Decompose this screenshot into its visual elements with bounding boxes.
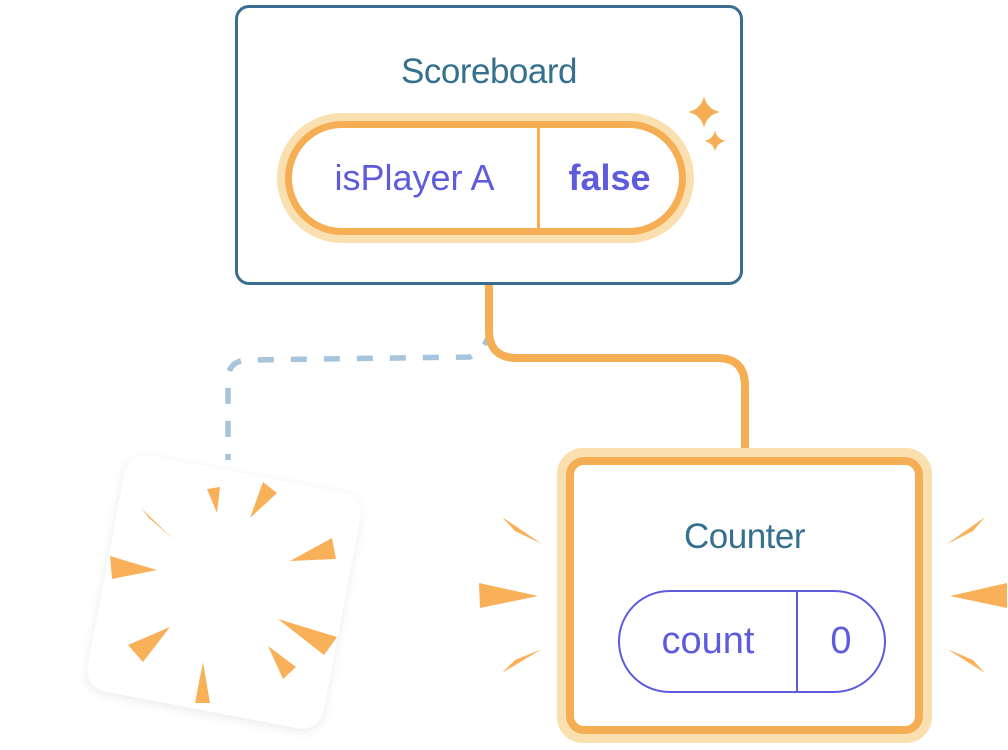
- scoreboard-title: Scoreboard: [401, 52, 577, 91]
- poof-card: [87, 455, 361, 729]
- emphasis-rays-left-icon: [479, 517, 542, 673]
- sparkle-icon: [688, 96, 720, 128]
- state-key-label: isPlayer A: [334, 157, 495, 198]
- scoreboard-state-pill-halo: isPlayer A false: [277, 113, 694, 243]
- orange-connector-line: [485, 284, 749, 462]
- counter-card-halo: Counter count 0: [557, 448, 932, 743]
- state-value-label: 0: [796, 592, 884, 691]
- dashed-connector-line: [225, 329, 493, 460]
- counter-state-pill: count 0: [618, 590, 886, 693]
- counter-card: Counter count 0: [566, 457, 923, 734]
- scoreboard-card: Scoreboard isPlayer A false: [235, 5, 743, 285]
- sparkle-icon: [704, 130, 726, 152]
- state-key-label: count: [661, 620, 755, 662]
- poof-burst-icon: [110, 482, 337, 703]
- scoreboard-state-pill: isPlayer A false: [285, 121, 686, 235]
- emphasis-rays-right-icon: [947, 517, 1007, 673]
- counter-title: Counter: [683, 517, 806, 556]
- state-value-label: false: [537, 128, 679, 228]
